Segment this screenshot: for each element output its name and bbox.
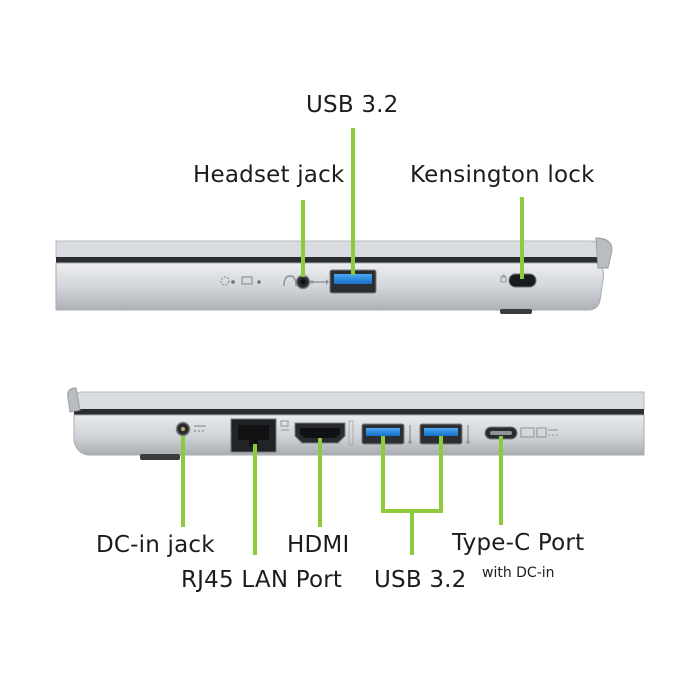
dc-in-jack-label: DC-in jack: [96, 532, 215, 558]
headset-icon: [283, 275, 297, 287]
battery-led-icon: [241, 276, 261, 285]
headset-jack-port: [295, 274, 311, 290]
laptop-right-side: [55, 237, 613, 314]
headset-jack-label: Headset jack: [193, 162, 345, 188]
lid-edge: [55, 240, 609, 259]
rubber-foot: [500, 309, 532, 314]
bottom-callout-lines: [181, 436, 503, 555]
usb-bottom-label: USB 3.2: [374, 567, 467, 593]
usb-top-label: USB 3.2: [306, 92, 399, 118]
hdmi-port: [294, 422, 346, 444]
rj45-label: RJ45 LAN Port: [181, 567, 343, 593]
usb-bottom-callout: [381, 436, 443, 555]
lid-seam: [56, 257, 602, 263]
type-c-label: Type-C Port: [452, 530, 585, 556]
lid-seam-left: [74, 409, 644, 415]
rj45-port: [230, 418, 277, 453]
type-c-port: [484, 426, 518, 440]
rubber-foot-left: [140, 454, 180, 460]
usb-port-bottom-1: [361, 423, 405, 445]
top-callout-lines: [301, 128, 524, 279]
network-icon: [280, 420, 289, 431]
hdmi-logo-icon: [348, 420, 354, 446]
type-c-icons: [520, 427, 558, 438]
power-led-icon: [220, 276, 235, 286]
kensington-lock-label: Kensington lock: [410, 162, 595, 188]
laptop-left-side: [67, 387, 645, 460]
hinge-left: [67, 387, 81, 413]
usb-symbol-icon-2: [408, 425, 412, 444]
usb-symbol-icon-3: [466, 425, 470, 444]
dc-in-jack-port: [175, 421, 191, 437]
base-body-left: [73, 414, 645, 456]
lock-icon: [500, 274, 507, 283]
hdmi-label: HDMI: [287, 532, 350, 558]
type-c-sub-label: with DC-in: [482, 565, 555, 581]
dc-icon: [194, 425, 206, 432]
usb-symbol-icon: [310, 279, 329, 285]
lid-edge-left: [70, 391, 645, 411]
hinge: [595, 237, 613, 269]
